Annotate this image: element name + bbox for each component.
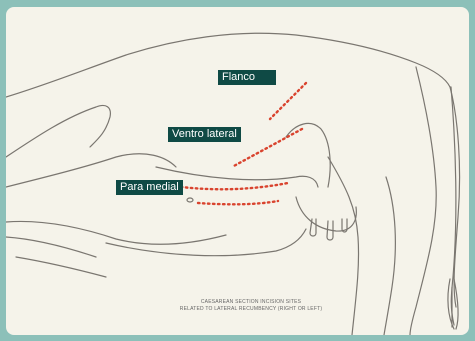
label-para-medial: Para medial (116, 180, 183, 195)
cow-front-leg (6, 221, 226, 244)
illustration-panel: Flanco Ventro lateral Para medial CAESAR… (6, 7, 469, 335)
cow-back-line (6, 33, 450, 97)
cow-outline-drawing (6, 7, 469, 335)
incision-para-medial-upper (166, 183, 288, 189)
incision-ventro-lateral (232, 129, 302, 167)
incision-flanco (270, 83, 306, 119)
figure-caption: CAESAREAN SECTION INCISION SITES RELATED… (156, 299, 346, 313)
cow-shoulder-line (6, 105, 110, 157)
cow-hind-leg-back (410, 67, 436, 335)
cow-navel (187, 198, 193, 202)
cow-front-leg-inner (6, 237, 106, 277)
cow-hock-line (384, 177, 395, 335)
incision-para-medial-lower (198, 201, 278, 204)
cow-rump-line (450, 87, 460, 307)
label-ventro-lateral: Ventro lateral (168, 127, 241, 142)
label-flanco: Flanco (218, 70, 276, 85)
caption-line-1: CAESAREAN SECTION INCISION SITES (156, 299, 346, 306)
caption-line-2: RELATED TO LATERAL RECUMBENCY (RIGHT OR … (156, 306, 346, 313)
